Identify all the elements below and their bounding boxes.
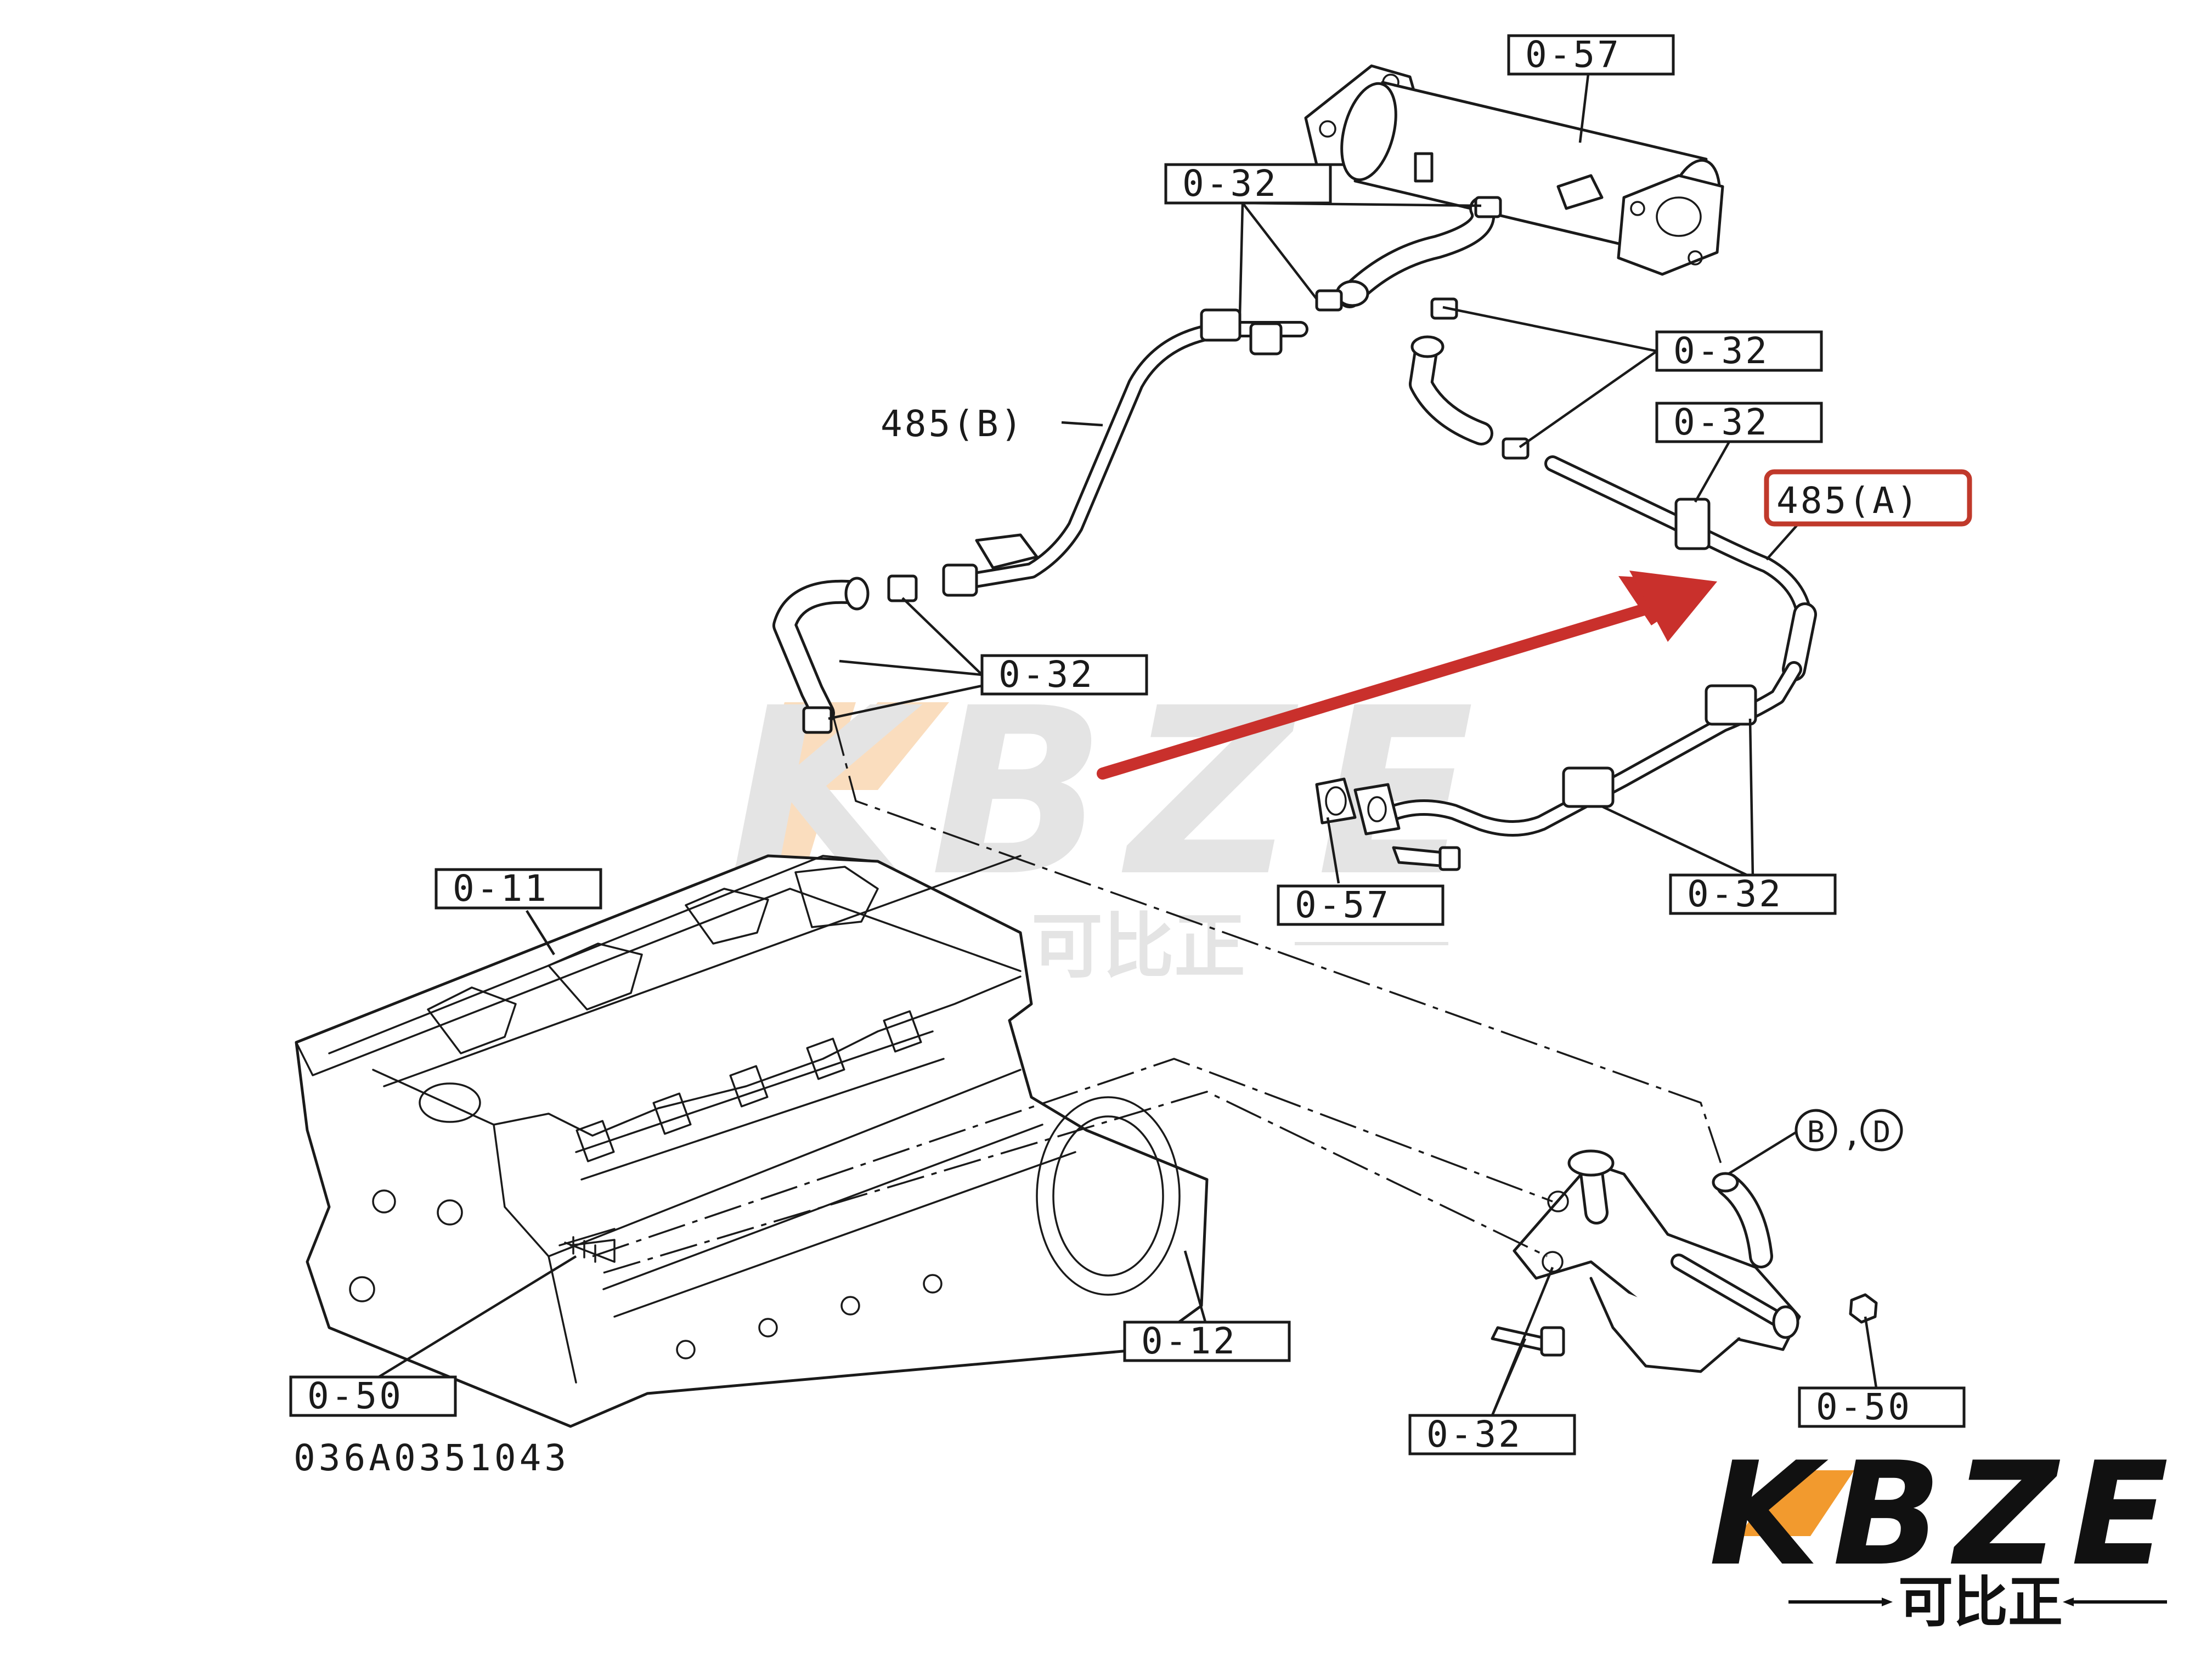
callout-o50-right: 0-50 [1798, 1386, 1966, 1428]
callout-o32-right-upper: 0-32 [1655, 330, 1823, 372]
callout-485a-highlighted: 485(A) [1764, 469, 1972, 527]
callout-o12-text: 0-12 [1141, 1320, 1237, 1362]
bd-mark-sep: , [1842, 1115, 1862, 1154]
egr-cooler-top [1304, 64, 1724, 276]
callout-o12: 0-12 [1123, 1320, 1291, 1362]
callout-o57-bottom-text: 0-57 [1295, 884, 1391, 926]
callout-o11: 0-11 [435, 867, 602, 910]
upper-clamps [1315, 196, 1502, 320]
callout-o32-bottom-text: 0-32 [1426, 1413, 1522, 1455]
bolt-0-32-bottom [1491, 1326, 1565, 1357]
hose-485b-lower [772, 574, 918, 734]
bd-mark-b-text: B [1807, 1115, 1825, 1149]
callout-485b-text: 485(B) [881, 403, 1024, 445]
callout-o32-bottom: 0-32 [1408, 1413, 1576, 1455]
kbze-logo: KBZE 可比正 [1709, 1432, 2182, 1634]
flange-0-57-bottom [1315, 777, 1461, 871]
engine-block [295, 854, 1209, 1428]
callout-o32-center-text: 0-32 [998, 653, 1094, 696]
logo-chinese: 可比正 [1898, 1570, 2063, 1634]
dash-lines [592, 718, 1724, 1274]
callout-o32-bottom-right-text: 0-32 [1687, 873, 1783, 915]
callout-o11-text: 0-11 [453, 867, 549, 910]
callout-o32-right-mid: 0-32 [1655, 401, 1823, 443]
logo-brand: KBZE [1709, 1432, 2182, 1598]
bd-mark: B , D [1795, 1109, 1903, 1154]
callout-o57-top-text: 0-57 [1525, 33, 1621, 76]
highlight-arrow [1097, 571, 1717, 780]
stud-0-50-left [564, 1236, 616, 1263]
upper-hose-right [1409, 335, 1530, 460]
leaders-bottom [377, 910, 1878, 1416]
callout-o32-center: 0-32 [980, 653, 1148, 696]
callout-485a-text: 485(A) [1776, 479, 1920, 522]
watermark-k-accent [735, 702, 949, 867]
nut-0-50-right [1849, 1293, 1878, 1324]
callout-o32-bottom-right: 0-32 [1669, 873, 1837, 915]
upper-hose-left [1335, 196, 1496, 308]
callout-o32-right-upper-text: 0-32 [1673, 330, 1769, 372]
water-outlet-assembly [1513, 1149, 1801, 1373]
callout-o57-top: 0-57 [1507, 33, 1675, 76]
callout-o32-right-mid-text: 0-32 [1673, 401, 1769, 443]
bd-mark-b-circle [1795, 1109, 1837, 1152]
logo-k-accent-icon [1739, 1470, 1854, 1536]
drawing-number: 036A0351043 [294, 1437, 569, 1479]
callout-o50-left-text: 0-50 [307, 1375, 403, 1417]
watermark-chinese: 可比正 [1031, 905, 1245, 988]
bd-mark-d-circle [1860, 1109, 1903, 1152]
pipe-485b [942, 308, 1308, 597]
callout-o50-right-text: 0-50 [1816, 1386, 1912, 1428]
pipe-485a [1374, 455, 1817, 837]
callout-o32-top-left-text: 0-32 [1182, 162, 1278, 205]
bd-mark-d-text: D [1873, 1115, 1891, 1149]
callout-485b: 485(B) [881, 403, 1024, 445]
leaders-top [828, 74, 1812, 884]
callout-o32-top-left: 0-32 [1164, 162, 1332, 205]
callout-o57-bottom: 0-57 [1277, 884, 1444, 926]
callout-o50-left: 0-50 [289, 1375, 457, 1417]
